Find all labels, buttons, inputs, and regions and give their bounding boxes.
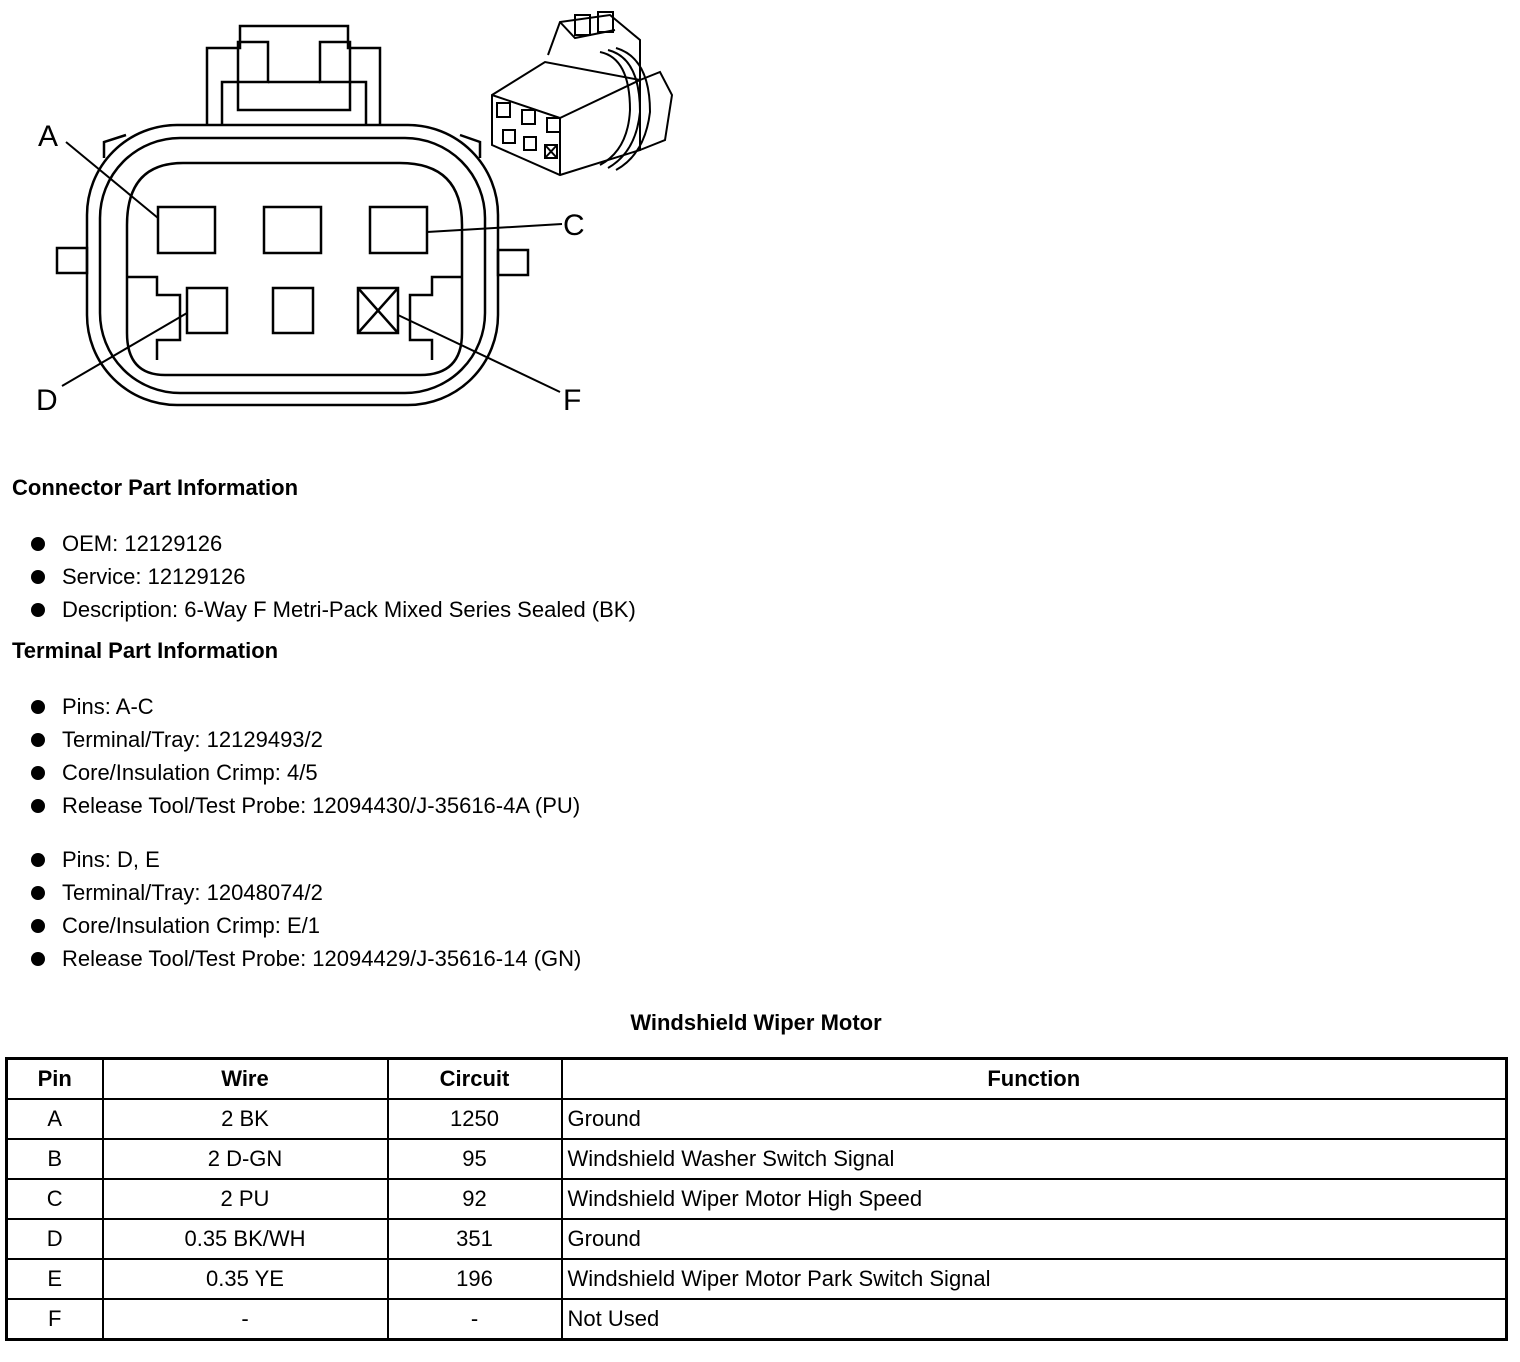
- cell-function: Windshield Wiper Motor High Speed: [560, 1178, 1508, 1220]
- cell-circuit: 92: [386, 1178, 563, 1220]
- cell-pin: F: [5, 1298, 104, 1341]
- cell-wire: 2 PU: [101, 1178, 389, 1220]
- list-item: Release Tool/Test Probe: 12094430/J-3561…: [28, 789, 580, 822]
- left-lock-ridge: [102, 133, 127, 158]
- leader-line-d: [61, 312, 188, 387]
- leader-line-c: [426, 223, 563, 233]
- table-row: D 0.35 BK/WH 351 Ground: [5, 1218, 1508, 1260]
- header-function: Function: [560, 1057, 1508, 1100]
- list-item: OEM: 12129126: [28, 527, 636, 560]
- cell-pin: E: [5, 1258, 104, 1300]
- list-item: Service: 12129126: [28, 560, 636, 593]
- list-item: Pins: D, E: [28, 843, 581, 876]
- pin-label-a: A: [38, 120, 58, 153]
- cell-circuit: 1250: [386, 1098, 563, 1140]
- right-side-tab: [496, 248, 530, 277]
- cell-wire: 0.35 YE: [101, 1258, 389, 1300]
- bullet-icon: [31, 570, 45, 584]
- pin-label-d: D: [36, 384, 58, 417]
- pin-cavity-d: [185, 286, 229, 335]
- left-side-tab: [55, 246, 89, 275]
- pin-cavity-a: [156, 205, 217, 255]
- left-step: [127, 275, 182, 360]
- cell-pin: C: [5, 1178, 104, 1220]
- connector-diagram: A C D F: [36, 11, 674, 417]
- cell-function: Windshield Wiper Motor Park Switch Signa…: [560, 1258, 1508, 1300]
- cell-wire: 2 BK: [101, 1098, 389, 1140]
- pin-table: Pin Wire Circuit Function A 2 BK 1250 Gr…: [5, 1057, 1508, 1341]
- bullet-icon: [31, 700, 45, 714]
- bullet-icon: [31, 952, 45, 966]
- cell-wire: -: [101, 1298, 389, 1341]
- cell-circuit: -: [386, 1298, 563, 1341]
- cell-circuit: 196: [386, 1258, 563, 1300]
- connector-housing-inner: [98, 136, 487, 395]
- bullet-icon: [31, 919, 45, 933]
- pin-label-f: F: [563, 384, 581, 417]
- connector-part-info-list: OEM: 12129126 Service: 12129126 Descript…: [28, 527, 636, 626]
- cell-pin: B: [5, 1138, 104, 1180]
- cell-wire: 2 D-GN: [101, 1138, 389, 1180]
- leader-line-f: [397, 314, 561, 393]
- header-wire: Wire: [101, 1057, 389, 1100]
- list-item: Core/Insulation Crimp: 4/5: [28, 756, 580, 789]
- terminal-group-2-list: Pins: D, E Terminal/Tray: 12048074/2 Cor…: [28, 843, 581, 975]
- cell-function: Ground: [560, 1218, 1508, 1260]
- connector-cavity: [125, 161, 464, 377]
- table-title: Windshield Wiper Motor: [630, 1010, 882, 1035]
- header-pin: Pin: [5, 1057, 104, 1100]
- connector-part-info-heading: Connector Part Information: [12, 475, 299, 500]
- right-lock-ridge: [459, 133, 482, 158]
- pin-cavity-c: [368, 205, 429, 255]
- list-item: Terminal/Tray: 12048074/2: [28, 876, 581, 909]
- cell-wire: 0.35 BK/WH: [101, 1218, 389, 1260]
- list-item: Terminal/Tray: 12129493/2: [28, 723, 580, 756]
- bullet-icon: [31, 537, 45, 551]
- list-item: Core/Insulation Crimp: E/1: [28, 909, 581, 942]
- connector-isometric-illustration: [491, 11, 674, 177]
- table-row: E 0.35 YE 196 Windshield Wiper Motor Par…: [5, 1258, 1508, 1300]
- bullet-icon: [31, 733, 45, 747]
- connector-housing-outer: [85, 123, 500, 407]
- bullet-icon: [31, 766, 45, 780]
- list-item: Pins: A-C: [28, 690, 580, 723]
- right-step: [408, 275, 462, 360]
- header-circuit: Circuit: [386, 1057, 563, 1100]
- cell-pin: A: [5, 1098, 104, 1140]
- table-row: F - - Not Used: [5, 1298, 1508, 1341]
- pin-cavity-f: [356, 286, 400, 335]
- table-row: C 2 PU 92 Windshield Wiper Motor High Sp…: [5, 1178, 1508, 1220]
- bullet-icon: [31, 799, 45, 813]
- connector-latch: [205, 24, 382, 125]
- pin-label-c: C: [563, 209, 585, 242]
- table-row: A 2 BK 1250 Ground: [5, 1098, 1508, 1140]
- terminal-group-1-list: Pins: A-C Terminal/Tray: 12129493/2 Core…: [28, 690, 580, 822]
- cell-circuit: 351: [386, 1218, 563, 1260]
- pin-cavity-e: [271, 286, 315, 335]
- cell-circuit: 95: [386, 1138, 563, 1180]
- cell-function: Not Used: [560, 1298, 1508, 1341]
- terminal-part-info-heading: Terminal Part Information: [12, 638, 279, 663]
- bullet-icon: [31, 853, 45, 867]
- cell-pin: D: [5, 1218, 104, 1260]
- bullet-icon: [31, 886, 45, 900]
- list-item: Release Tool/Test Probe: 12094429/J-3561…: [28, 942, 581, 975]
- table-header-row: Pin Wire Circuit Function: [5, 1057, 1508, 1100]
- list-item: Description: 6-Way F Metri-Pack Mixed Se…: [28, 593, 636, 626]
- bullet-icon: [31, 603, 45, 617]
- pin-cavity-b: [262, 205, 323, 255]
- leader-line-a: [65, 141, 159, 219]
- cell-function: Windshield Washer Switch Signal: [560, 1138, 1508, 1180]
- cell-function: Ground: [560, 1098, 1508, 1140]
- table-row: B 2 D-GN 95 Windshield Washer Switch Sig…: [5, 1138, 1508, 1180]
